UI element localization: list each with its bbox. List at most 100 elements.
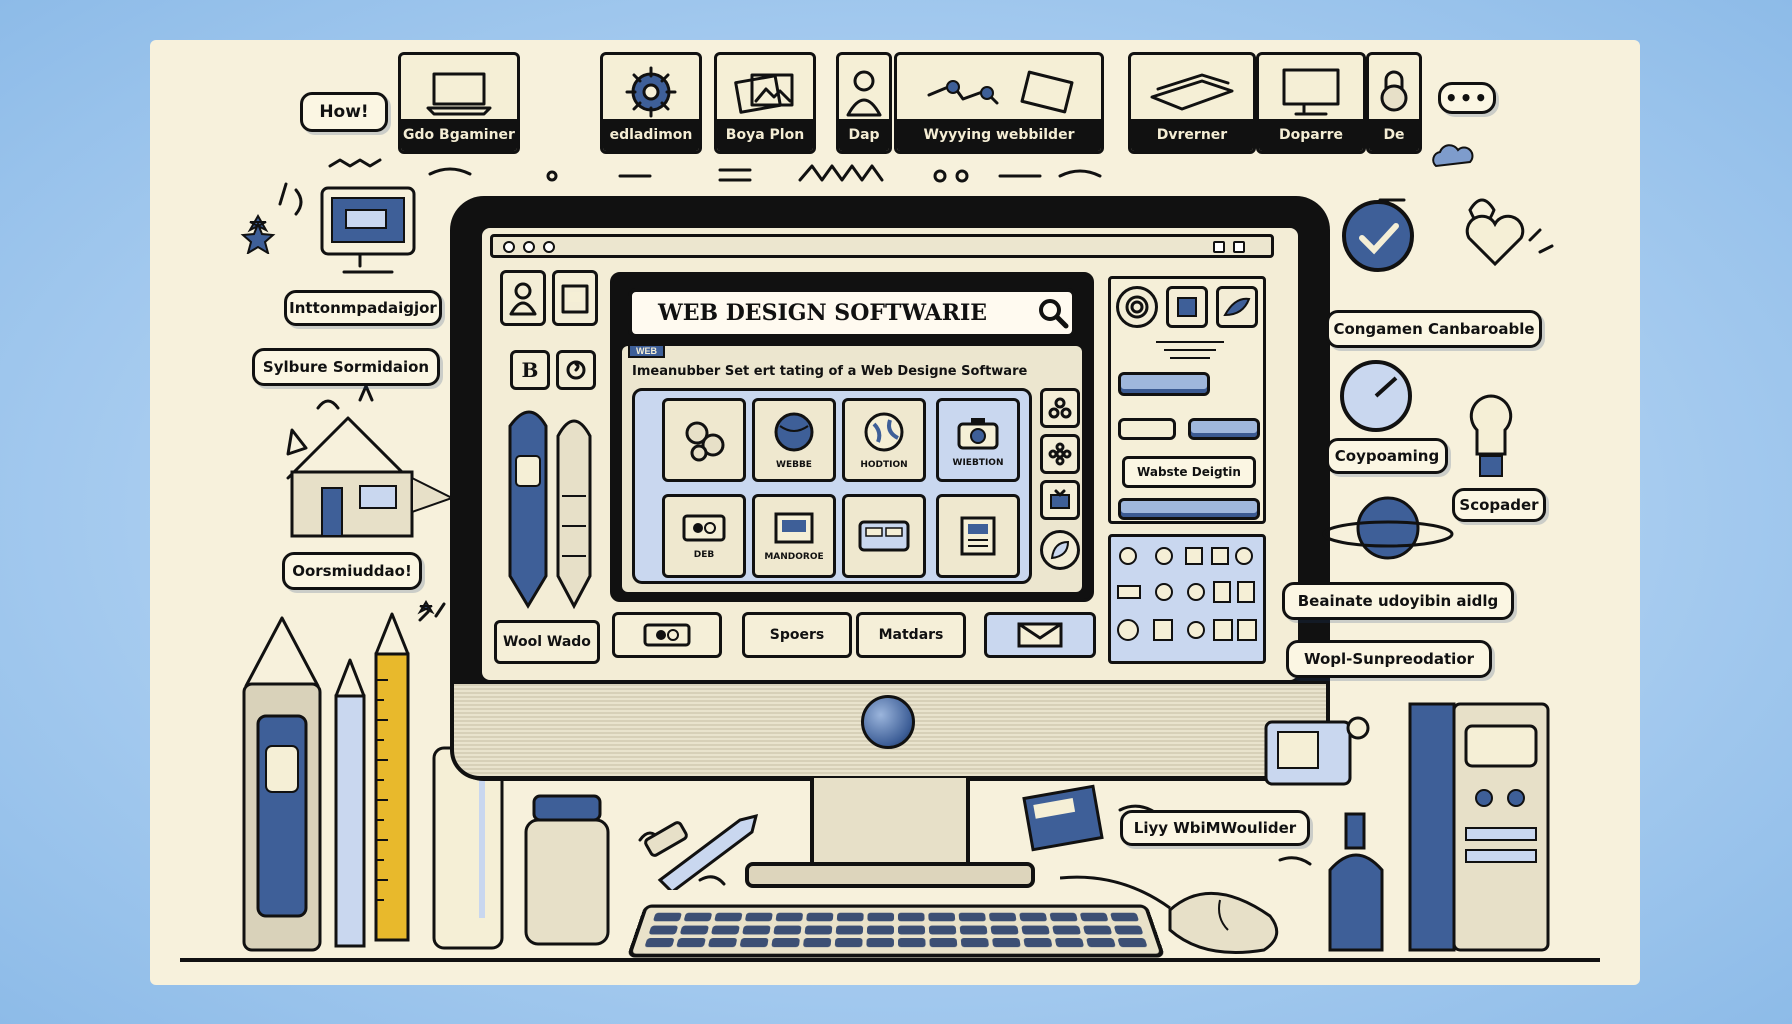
window-maximize-icon[interactable] (543, 241, 555, 253)
monitor-foot (745, 862, 1035, 888)
media-icon (643, 623, 691, 647)
window-expand-icon[interactable] (1233, 241, 1245, 253)
grid-icon (960, 516, 996, 556)
toolbar-item-1[interactable]: Gdo Bgaminer (398, 52, 520, 154)
callout-right-3: Scopader (1452, 488, 1546, 522)
keyboard-keys (644, 912, 1148, 948)
ruler-icon (374, 612, 410, 942)
toolbar-item-3[interactable]: Boya Plon (714, 52, 816, 154)
swirl-icon[interactable] (556, 350, 596, 390)
world-icon (864, 412, 904, 452)
planet-icon (1322, 496, 1454, 560)
callout-right-1: Congamen Canbaroable (1326, 310, 1542, 348)
tile-5[interactable]: DEB (662, 494, 746, 578)
toolbar-item-label: Dvrerner (1131, 119, 1253, 151)
search-bar[interactable]: WEB DESIGN SOFTWARIE (628, 288, 1076, 338)
toolbar-item-4[interactable]: Dap (836, 52, 892, 154)
mail-button[interactable] (984, 612, 1096, 658)
globe-icon (774, 412, 814, 452)
toolbar-item-7[interactable]: Doparre (1256, 52, 1366, 154)
bird-icon[interactable] (1216, 286, 1258, 328)
callout-left-1: Inttonmpadaigjor (284, 290, 442, 326)
toolbar-item-label: De (1369, 119, 1419, 151)
envelope-icon (1017, 622, 1063, 648)
card-icon (1022, 784, 1104, 852)
property-slider[interactable] (1118, 372, 1210, 396)
toggle-right[interactable] (1188, 418, 1260, 440)
stylus-icon (644, 813, 759, 890)
window-minimize-icon[interactable] (523, 241, 535, 253)
leaf-icon[interactable] (1040, 530, 1080, 570)
spoers-button[interactable]: Spoers (742, 612, 852, 658)
tile-4[interactable]: WIEBTION (936, 398, 1020, 482)
tile-3[interactable]: HODTION (842, 398, 926, 482)
wool-wado-button[interactable]: Wool Wado (494, 620, 600, 664)
lightbulb-icon (1469, 394, 1513, 477)
image-icon[interactable] (1166, 286, 1208, 328)
callout-left-3: Oorsmiuddao! (282, 552, 422, 590)
tile-8[interactable] (936, 494, 1020, 578)
toolbar-item-label: edladimon (603, 119, 699, 151)
house-icon (286, 416, 455, 538)
icon-library-icons[interactable] (1114, 542, 1260, 658)
tv-icon[interactable] (1040, 480, 1080, 520)
matdars-button[interactable]: Matdars (856, 612, 966, 658)
toolbar-item-8[interactable]: De (1366, 52, 1422, 154)
window-restore-icon[interactable] (1213, 241, 1225, 253)
desktop-computer-icon (320, 186, 416, 274)
tile-7[interactable] (842, 494, 926, 578)
panels-icon (858, 520, 910, 552)
jar-icon (524, 794, 610, 946)
toolbar-item-6[interactable]: Dvrerner (1128, 52, 1256, 154)
toolbar-item-2[interactable]: edladimon (600, 52, 702, 154)
monitor-stand (810, 778, 970, 868)
user-icon[interactable] (500, 270, 546, 326)
callout-right-4: Beainate udoyibin aidlg (1282, 582, 1514, 620)
search-icon[interactable] (1036, 296, 1070, 330)
gauge-icon (1340, 360, 1412, 432)
toolbar-item-label: Wyyying webbilder (897, 119, 1101, 151)
window-icon (774, 512, 814, 544)
toolbar-item-label: Gdo Bgaminer (401, 119, 517, 151)
person-icon (839, 61, 889, 123)
star-icon (240, 222, 276, 254)
callout-how: How! (300, 92, 388, 132)
spiral-icon[interactable] (1116, 286, 1158, 328)
toolbar-item-5[interactable]: Wyyying webbilder (894, 52, 1104, 154)
power-button-icon[interactable] (861, 695, 915, 749)
toolbar-item-label: Boya Plon (717, 119, 813, 151)
tile-6[interactable]: MANDOROE (752, 494, 836, 578)
keyboard[interactable] (626, 904, 1166, 958)
tile-1[interactable] (662, 398, 746, 482)
tile-2[interactable]: WEBBE (752, 398, 836, 482)
cloud-icon (1432, 144, 1474, 168)
content-tab[interactable]: WEB (628, 344, 665, 358)
id-card-icon[interactable] (552, 270, 598, 326)
pen-tool-icon[interactable] (500, 396, 604, 614)
mouse-icon[interactable] (1160, 880, 1290, 960)
media-button[interactable] (612, 612, 722, 658)
callout-left-2: Sylbure Sormidaion (252, 348, 440, 386)
photo-frame-icon (1264, 716, 1370, 786)
tools-icon (897, 61, 1101, 123)
toolbar-item-label: Dap (839, 119, 889, 151)
layout-icon (682, 514, 726, 542)
laptop-icon (401, 61, 517, 123)
flower-icon[interactable] (1040, 434, 1080, 474)
callout-right-2: Coypoaming (1326, 438, 1448, 474)
letter-b-icon[interactable]: B (510, 350, 550, 390)
monitor-icon (1259, 61, 1363, 123)
ellipsis-icon[interactable]: ••• (1438, 82, 1496, 114)
properties-lines (1156, 341, 1224, 359)
callout-right-5: Wopl-Sunpreodatior (1286, 640, 1492, 678)
shapes-icon[interactable] (1040, 388, 1080, 428)
window-close-icon[interactable] (503, 241, 515, 253)
files-icon (1131, 61, 1253, 123)
property-bar[interactable] (1118, 498, 1260, 520)
window-titlebar (490, 234, 1274, 258)
pencil-case-icon (242, 616, 322, 952)
toggle-left[interactable] (1118, 418, 1176, 440)
website-design-button[interactable]: Wabste Deigtin (1122, 456, 1256, 488)
checkmark-clock-icon (1342, 200, 1414, 272)
camera-icon (957, 418, 999, 450)
